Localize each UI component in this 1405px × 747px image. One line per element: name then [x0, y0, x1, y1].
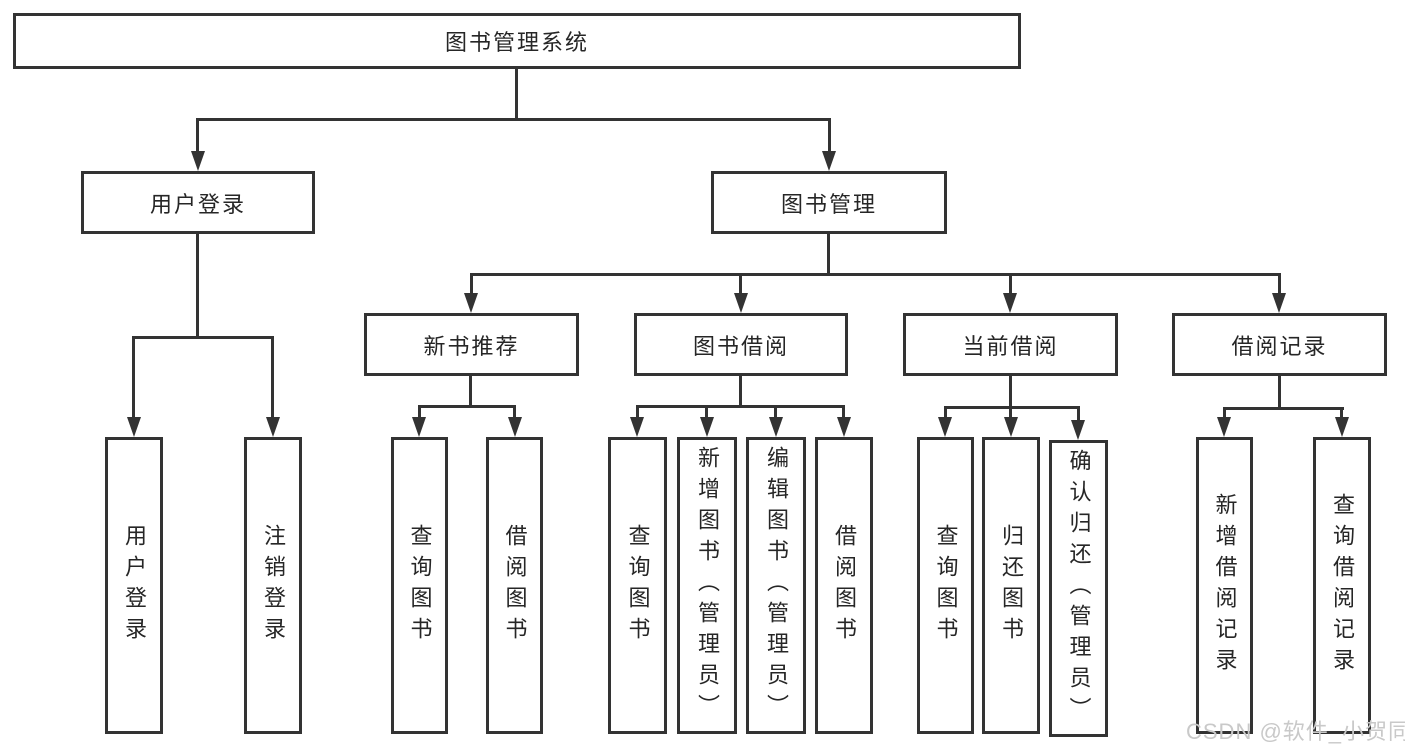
arrow-down-icon — [1272, 293, 1286, 313]
node-library-system: 图书管理系统 — [13, 13, 1021, 69]
node-label: 借阅图书 — [502, 523, 528, 648]
leaf-query-books-current: 查询图书 — [917, 437, 974, 734]
connector-segment — [944, 406, 1080, 409]
connector-segment — [513, 405, 516, 419]
arrow-down-icon — [464, 293, 478, 313]
node-label: 查询图书 — [625, 523, 651, 648]
connector-segment — [196, 118, 199, 154]
connector-segment — [1009, 406, 1012, 419]
connector-segment — [132, 336, 273, 339]
arrow-down-icon — [266, 417, 280, 437]
connector-segment — [1340, 407, 1343, 419]
arrow-down-icon — [412, 417, 426, 437]
node-label: 确认归还（管理员） — [1066, 449, 1092, 728]
leaf-logout: 注销登录 — [244, 437, 302, 734]
arrow-down-icon — [837, 417, 851, 437]
node-label: 注销登录 — [261, 523, 286, 648]
connector-segment — [515, 69, 518, 118]
node-label: 查询借阅记录 — [1330, 492, 1355, 679]
node-label: 查询图书 — [933, 523, 959, 648]
connector-segment — [470, 273, 473, 295]
watermark: CSDN @软件_小贺同学 — [1186, 719, 1405, 744]
node-label: 借阅图书 — [832, 523, 857, 648]
connector-segment — [827, 234, 830, 276]
leaf-query-books-borrow: 查询图书 — [608, 437, 667, 734]
node-new-book-recommendation: 新书推荐 — [364, 313, 579, 376]
node-label: 用户登录 — [149, 191, 246, 217]
connector-segment — [196, 118, 831, 121]
node-label: 图书管理 — [780, 191, 877, 217]
node-label: 归还图书 — [999, 523, 1024, 648]
arrow-down-icon — [734, 293, 748, 313]
node-borrowing-records: 借阅记录 — [1172, 313, 1387, 376]
arrow-down-icon — [1004, 417, 1018, 437]
leaf-query-borrow-record: 查询借阅记录 — [1313, 437, 1371, 734]
connector-segment — [774, 405, 777, 419]
leaf-confirm-return-admin: 确认归还（管理员） — [1049, 440, 1108, 737]
node-user-login: 用户登录 — [81, 171, 315, 234]
node-current-borrowing: 当前借阅 — [903, 313, 1118, 376]
arrow-down-icon — [769, 417, 783, 437]
connector-segment — [705, 405, 708, 419]
connector-segment — [1278, 273, 1281, 295]
node-label: 借阅记录 — [1231, 333, 1328, 359]
arrow-down-icon — [1071, 420, 1085, 440]
leaf-borrow-books: 借阅图书 — [815, 437, 873, 734]
node-label: 图书借阅 — [692, 333, 789, 359]
connector-segment — [1009, 376, 1012, 409]
node-book-management: 图书管理 — [711, 171, 947, 234]
leaf-edit-book-admin: 编辑图书（管理员） — [746, 437, 806, 734]
leaf-add-book-admin: 新增图书（管理员） — [677, 437, 737, 734]
arrow-down-icon — [127, 417, 141, 437]
connector-segment — [1278, 376, 1281, 410]
leaf-query-books-recommend: 查询图书 — [391, 437, 448, 734]
connector-segment — [469, 376, 472, 408]
arrow-down-icon — [700, 417, 714, 437]
connector-segment — [196, 234, 199, 336]
leaf-user-login: 用户登录 — [105, 437, 163, 734]
connector-segment — [828, 118, 831, 154]
arrow-down-icon — [822, 151, 836, 171]
leaf-borrow-books-recommend: 借阅图书 — [486, 437, 543, 734]
arrow-down-icon — [630, 417, 644, 437]
arrow-down-icon — [191, 151, 205, 171]
arrow-down-icon — [1003, 293, 1017, 313]
connector-segment — [842, 405, 845, 419]
leaf-return-book: 归还图书 — [982, 437, 1040, 734]
node-label: 新增图书（管理员） — [695, 446, 720, 725]
leaf-add-borrow-record: 新增借阅记录 — [1196, 437, 1253, 734]
node-label: 新增借阅记录 — [1212, 492, 1238, 679]
arrow-down-icon — [1335, 417, 1349, 437]
connector-segment — [739, 376, 742, 408]
arrow-down-icon — [1217, 417, 1231, 437]
node-label: 新书推荐 — [423, 333, 520, 359]
connector-segment — [470, 273, 1281, 276]
node-book-borrowing: 图书借阅 — [634, 313, 848, 376]
connector-segment — [1009, 273, 1012, 295]
connector-segment — [636, 405, 639, 419]
node-label: 用户登录 — [122, 523, 147, 648]
connector-segment — [1223, 407, 1344, 410]
connector-segment — [132, 336, 135, 419]
connector-segment — [418, 405, 516, 408]
arrow-down-icon — [508, 417, 522, 437]
connector-segment — [739, 273, 742, 295]
node-label: 编辑图书（管理员） — [764, 446, 789, 725]
node-label: 查询图书 — [407, 523, 433, 648]
connector-segment — [271, 336, 274, 419]
connector-segment — [418, 405, 421, 419]
connector-segment — [1223, 407, 1226, 419]
node-label: 图书管理系统 — [444, 30, 589, 55]
arrow-down-icon — [938, 417, 952, 437]
connector-segment — [1077, 406, 1080, 422]
connector-segment — [944, 406, 947, 419]
connector-segment — [636, 405, 844, 408]
node-label: 当前借阅 — [962, 333, 1059, 359]
